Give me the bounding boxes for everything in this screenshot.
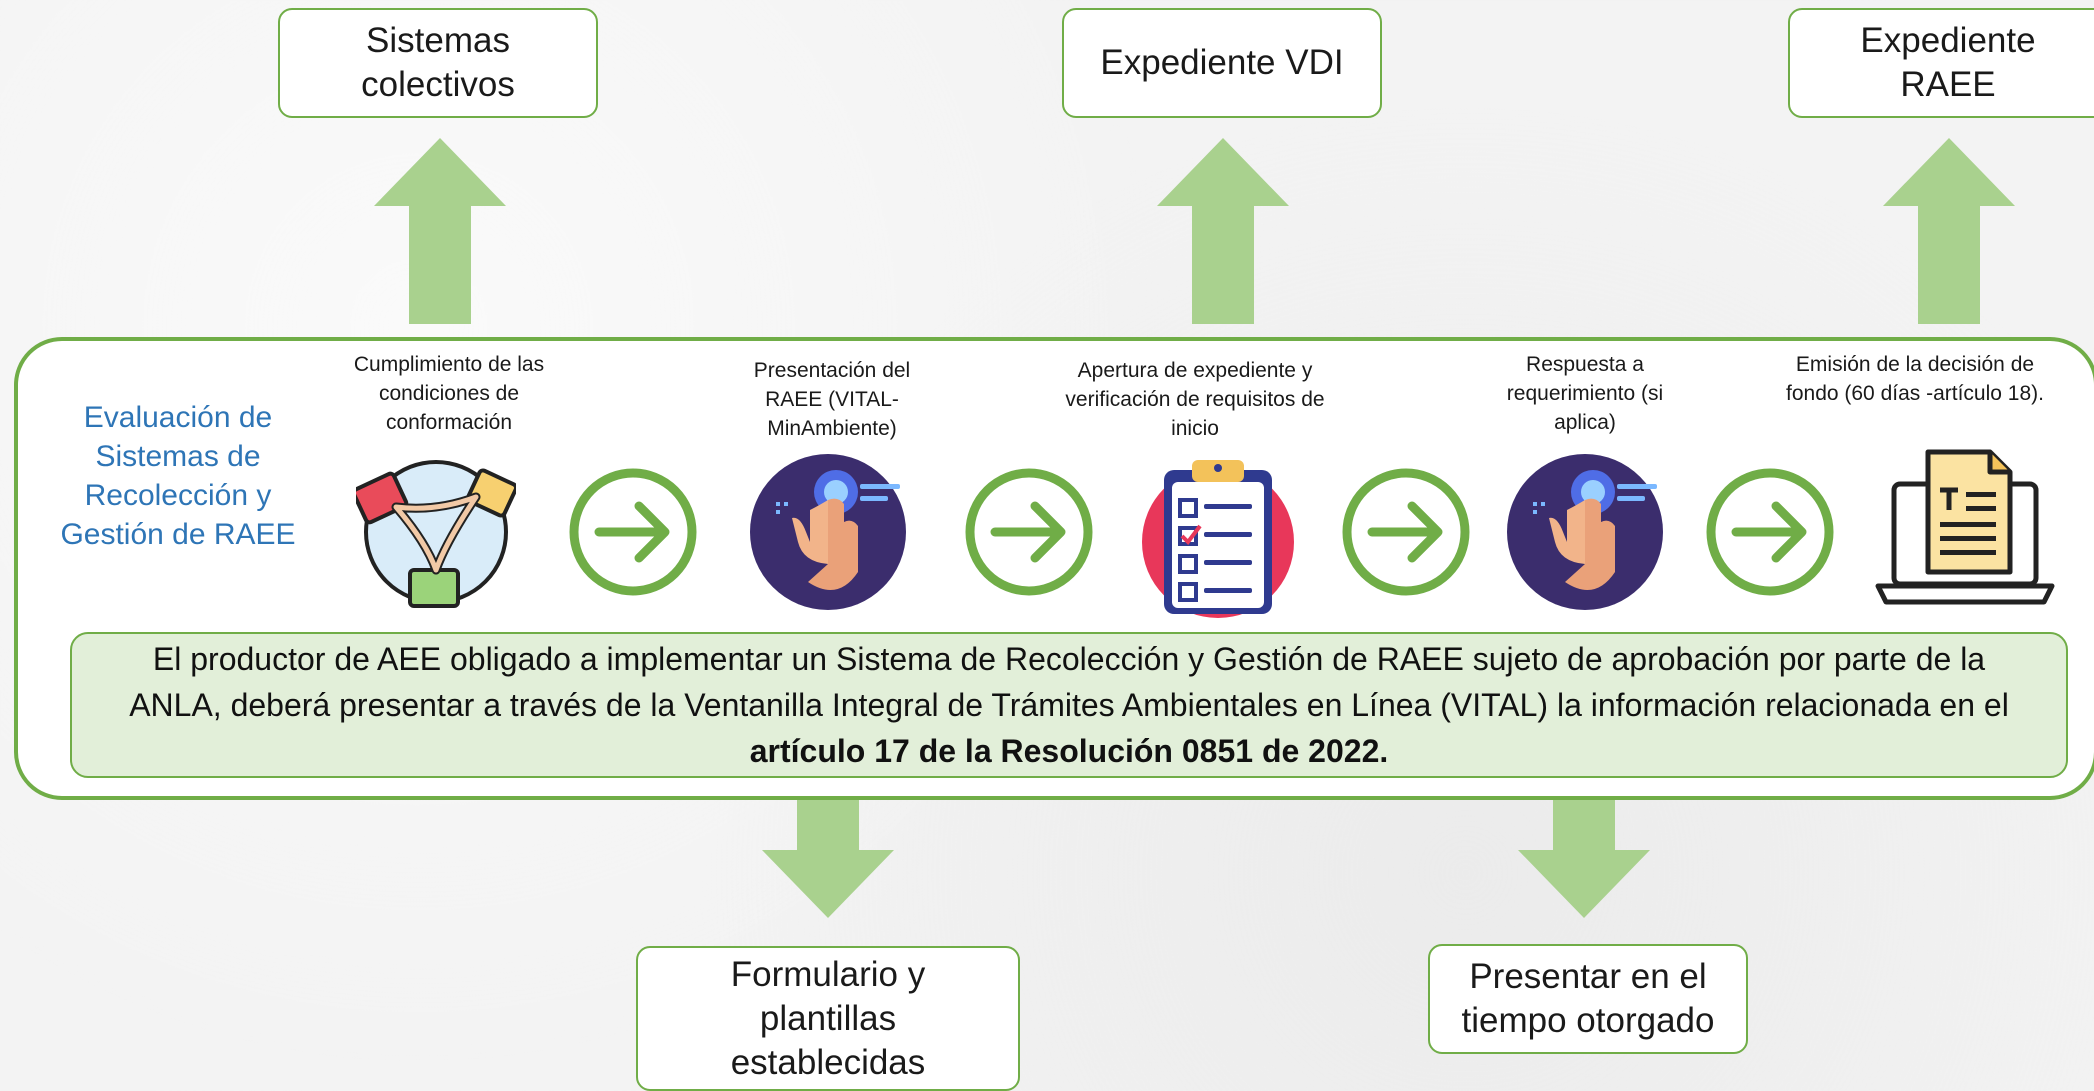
up-arrow-1 bbox=[374, 138, 506, 324]
arrow-right-circle-icon bbox=[569, 468, 697, 596]
up-arrow-2 bbox=[1157, 138, 1289, 324]
step-label-1: Cumplimiento de las condiciones de confo… bbox=[353, 353, 545, 434]
output-box-sistemas-colectivos: Sistemas colectivos bbox=[278, 8, 598, 118]
output-box-label: Sistemas colectivos bbox=[361, 21, 515, 104]
step-label-3: Apertura de expediente y verificación de… bbox=[1065, 359, 1325, 440]
touch-icon bbox=[750, 454, 906, 610]
output-box-label: Formulario y plantillas establecidas bbox=[730, 954, 926, 1082]
info-note-body: El productor de AEE obligado a implement… bbox=[129, 641, 2009, 723]
up-arrow-3 bbox=[1883, 138, 2015, 324]
arrow-right-circle-icon bbox=[1342, 468, 1470, 596]
info-note: El productor de AEE obligado a implement… bbox=[70, 632, 2068, 778]
output-box-expediente-raee: Expediente RAEE bbox=[1788, 8, 2094, 118]
output-box-expediente-vdi: Expediente VDI bbox=[1062, 8, 1382, 118]
process-title: Evaluación de Sistemas de Recolección y … bbox=[60, 401, 296, 551]
handshake-icon bbox=[356, 460, 516, 608]
step-label-4: Respuesta a requerimiento (si aplica) bbox=[1506, 353, 1664, 434]
output-box-formulario: Formulario y plantillas establecidas bbox=[636, 946, 1020, 1091]
step-label-5: Emisión de la decisión de fondo (60 días… bbox=[1786, 353, 2044, 405]
arrow-right-circle-icon bbox=[1706, 468, 1834, 596]
checklist-icon bbox=[1142, 460, 1294, 618]
output-box-tiempo-otorgado: Presentar en el tiempo otorgado bbox=[1428, 944, 1748, 1054]
info-note-text: El productor de AEE obligado a implement… bbox=[112, 636, 2026, 774]
down-arrow-1 bbox=[762, 800, 894, 918]
laptop-document-icon bbox=[1875, 449, 2055, 605]
output-box-label: Presentar en el tiempo otorgado bbox=[1461, 957, 1715, 1040]
down-arrow-2 bbox=[1518, 800, 1650, 918]
output-box-label: Expediente RAEE bbox=[1860, 21, 2036, 104]
step-label-2: Presentación del RAEE (VITAL-MinAmbiente… bbox=[753, 359, 911, 440]
touch-icon bbox=[1507, 454, 1663, 610]
output-box-label: Expediente VDI bbox=[1100, 43, 1344, 82]
info-note-reference: artículo 17 de la Resolución 0851 de 202… bbox=[749, 733, 1389, 769]
arrow-right-circle-icon bbox=[965, 468, 1093, 596]
